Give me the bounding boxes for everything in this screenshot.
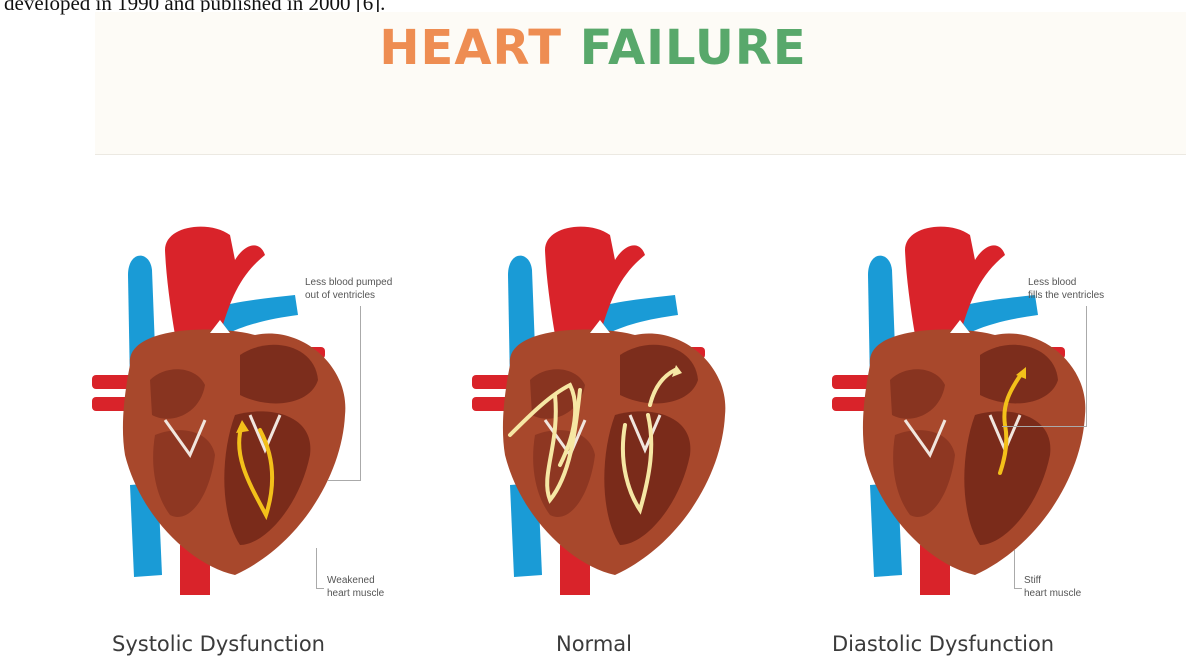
diastolic-top-note: Less blood fills the ventricles [1028, 276, 1104, 302]
diastolic-bottom-leader-tick [1014, 588, 1022, 589]
page-title: HEART FAILURE [0, 24, 1186, 72]
systolic-bottom-note: Weakened heart muscle [327, 574, 384, 600]
systolic-top-leader-tick [328, 480, 361, 481]
diastolic-panel [810, 215, 1186, 655]
systolic-bottom-leader [316, 548, 317, 588]
title-word-failure: FAILURE [580, 20, 807, 76]
systolic-heart-illustration [70, 215, 450, 655]
title-word-heart: HEART [379, 20, 562, 76]
normal-caption: Normal [556, 632, 632, 656]
diastolic-top-note-line2: fills the ventricles [1028, 289, 1104, 302]
diastolic-bottom-note-line1: Stiff [1024, 574, 1081, 587]
diastolic-top-leader [1086, 306, 1087, 426]
diastolic-bottom-leader [1014, 550, 1015, 588]
diastolic-top-note-line1: Less blood [1028, 276, 1104, 289]
aorta-branch-left [92, 375, 132, 389]
systolic-bottom-leader-tick [316, 588, 324, 589]
heart-group [472, 227, 725, 595]
systolic-bottom-note-line2: heart muscle [327, 587, 384, 600]
normal-heart-illustration [450, 215, 830, 655]
systolic-top-note-line1: Less blood pumped [305, 276, 392, 289]
diastolic-top-leader-tick [1002, 426, 1087, 427]
systolic-bottom-note-line1: Weakened [327, 574, 384, 587]
diastolic-bottom-note: Stiff heart muscle [1024, 574, 1081, 600]
systolic-panel [70, 215, 450, 655]
normal-panel [450, 215, 830, 655]
systolic-top-note-line2: out of ventricles [305, 289, 392, 302]
diastolic-heart-illustration [810, 215, 1186, 655]
systolic-caption: Systolic Dysfunction [112, 632, 325, 656]
diastolic-caption: Diastolic Dysfunction [832, 632, 1054, 656]
aorta-branch-left [832, 375, 872, 389]
aorta-branch-left [472, 375, 512, 389]
systolic-top-note: Less blood pumped out of ventricles [305, 276, 392, 302]
systolic-top-leader [360, 306, 361, 480]
diastolic-bottom-note-line2: heart muscle [1024, 587, 1081, 600]
